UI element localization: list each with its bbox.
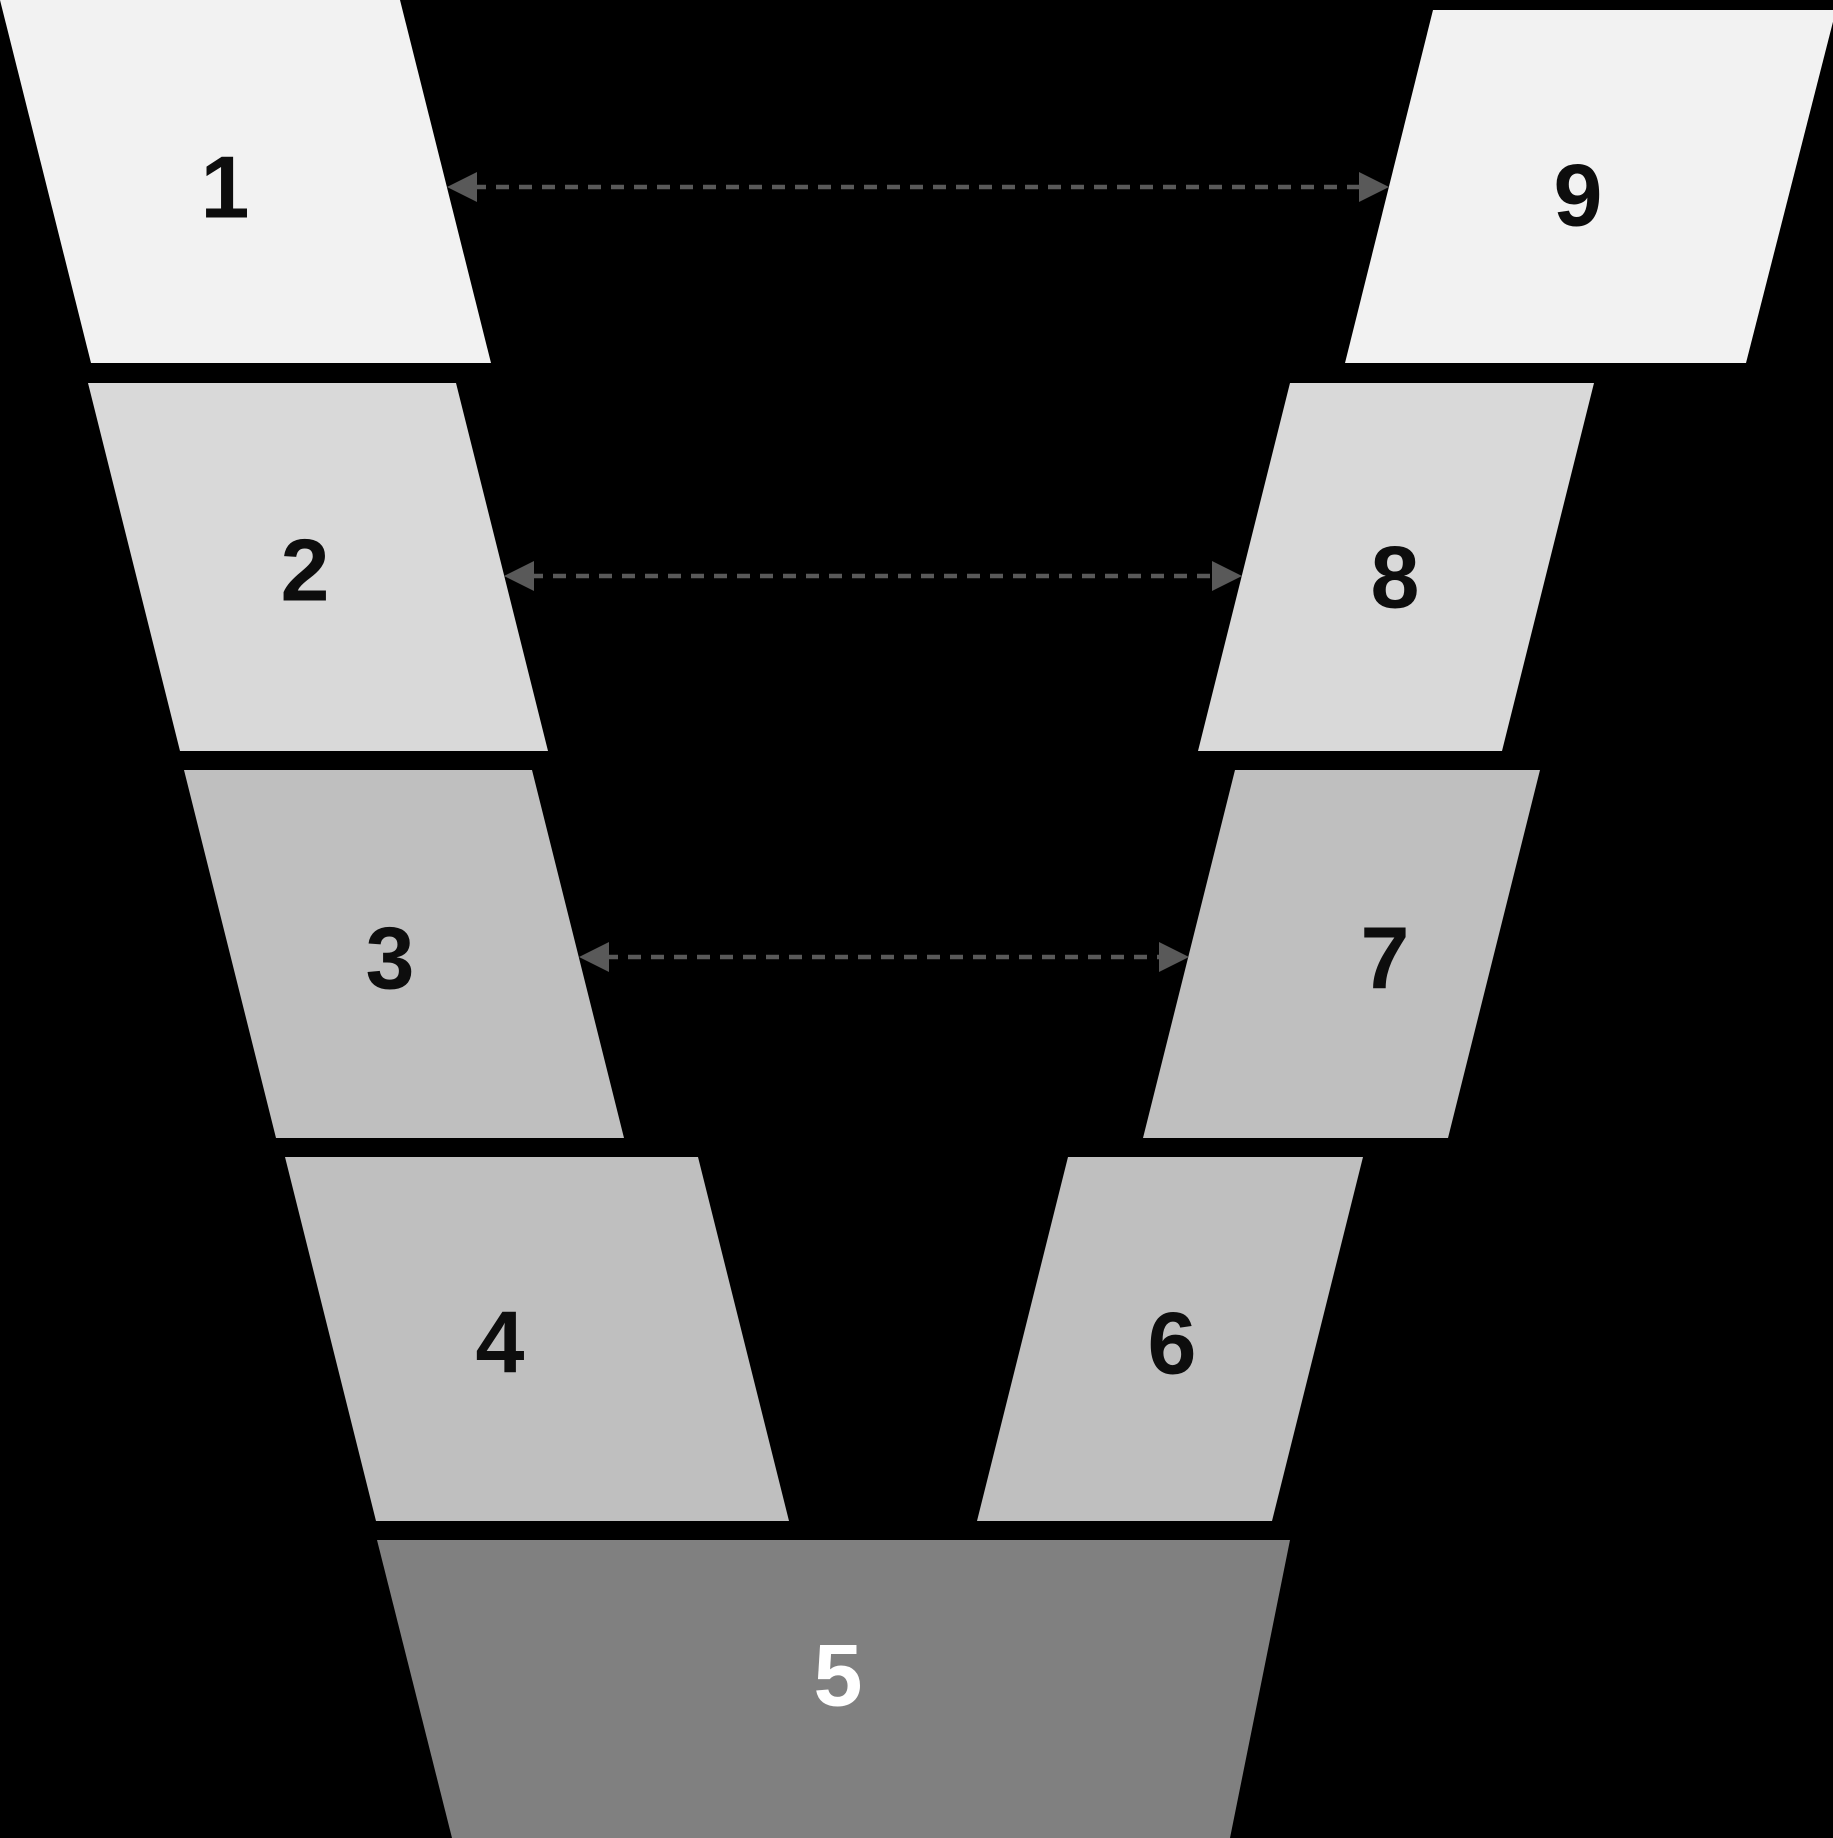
arrow-1-9-right-arrowhead-icon: [1359, 172, 1389, 202]
arrow-3-7-right-arrowhead-icon: [1159, 942, 1189, 972]
arrow-1-9-left-arrowhead-icon: [447, 172, 477, 202]
arrow-2-8-left-arrowhead-icon: [504, 561, 534, 591]
segment-2-shape: [88, 383, 548, 751]
segment-7-shape: [1143, 770, 1540, 1138]
segment-3-label: 3: [366, 909, 415, 1008]
segment-3-shape: [184, 770, 624, 1138]
segment-8-shape: [1198, 383, 1594, 751]
arrow-1-9: [447, 172, 1389, 202]
arrow-3-7-left-arrowhead-icon: [579, 942, 609, 972]
segment-8-label: 8: [1371, 528, 1420, 627]
segment-7-label: 7: [1361, 909, 1410, 1008]
segment-2-label: 2: [281, 521, 330, 620]
segment-1-shape: [0, 0, 491, 363]
segment-5-shape: [377, 1540, 1290, 1838]
segment-6-label: 6: [1148, 1294, 1197, 1393]
arrow-3-7: [579, 942, 1189, 972]
arrow-2-8-right-arrowhead-icon: [1212, 561, 1242, 591]
segment-5-label: 5: [814, 1626, 863, 1725]
segment-9-shape: [1345, 10, 1833, 363]
segment-4-label: 4: [476, 1293, 525, 1392]
segment-1-label: 1: [201, 138, 250, 237]
segment-4-shape: [285, 1157, 789, 1521]
segment-9-label: 9: [1554, 146, 1603, 245]
segment-6-shape: [977, 1157, 1363, 1521]
arrow-2-8: [504, 561, 1242, 591]
